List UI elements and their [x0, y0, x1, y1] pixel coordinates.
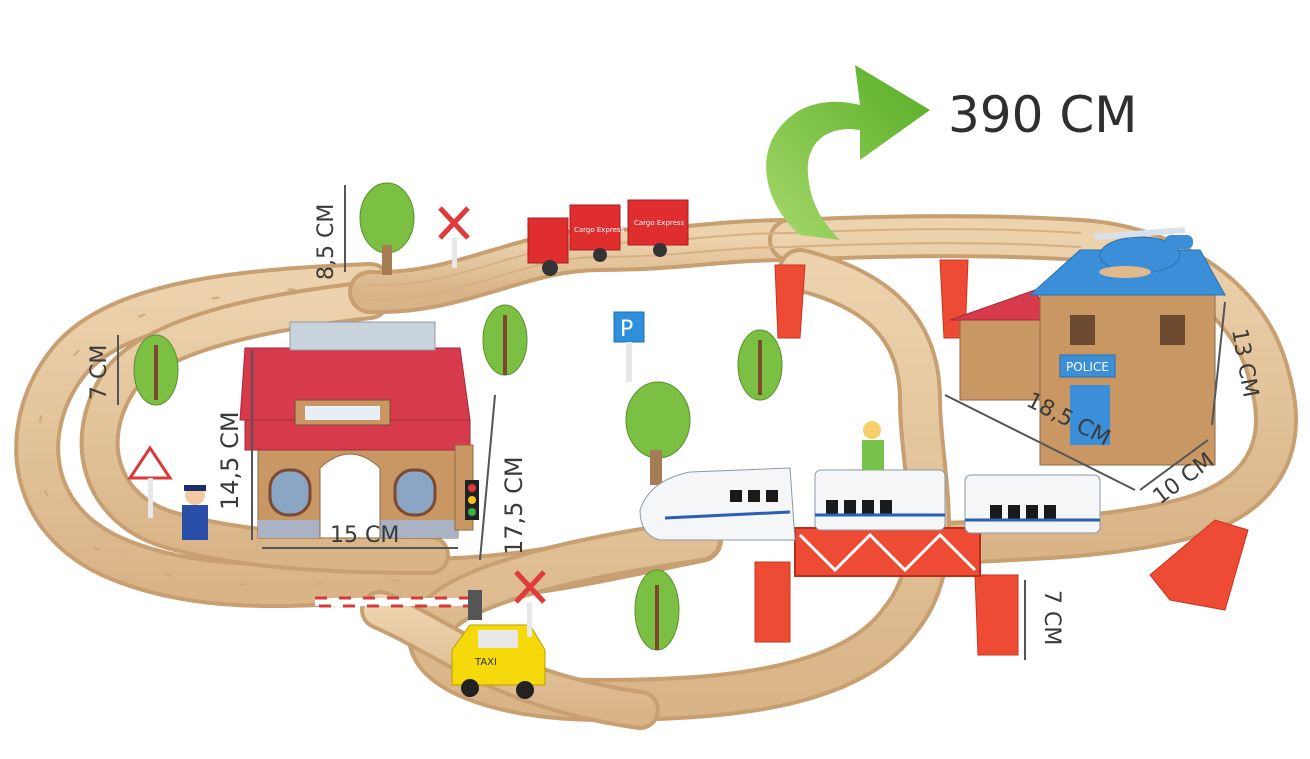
- dim-small-tree-height: 7 CM: [87, 345, 112, 400]
- green-curved-arrow: [766, 65, 930, 240]
- crossing-sign-top: [438, 206, 470, 268]
- passenger-train: [639, 467, 1101, 541]
- conductor-figure: [182, 485, 208, 540]
- cargo-1-text: Cargo Express: [574, 226, 625, 234]
- crossing-sign-bottom: [514, 570, 546, 637]
- tree-mid-right: [737, 329, 783, 401]
- taxi-text: TAXI: [474, 657, 497, 668]
- support-bottom-right: [974, 574, 1019, 656]
- cargo-train: Cargo Express Cargo Express: [527, 199, 689, 276]
- dim-station-width: 15 CM: [330, 523, 399, 548]
- cargo-2-text: Cargo Express: [634, 219, 685, 227]
- dim-tree-height: 8,5 CM: [314, 204, 339, 280]
- parking-sign: P: [613, 311, 645, 382]
- total-length-label: 390 CM: [948, 86, 1137, 144]
- warning-sign: [127, 445, 173, 518]
- length-arrow: 390 CM: [766, 65, 1137, 240]
- trees: [133, 182, 783, 651]
- tree-mid-left: [482, 304, 528, 376]
- support-bottom-left: [754, 561, 791, 643]
- tree-center: [625, 381, 691, 485]
- dim-station-side-height: 17,5 CM: [500, 456, 528, 555]
- barrier-gate: [313, 590, 482, 620]
- dim-station-height: 14,5 CM: [216, 411, 244, 510]
- police-sign-text: POLICE: [1066, 360, 1109, 374]
- tree-bottom: [634, 569, 680, 651]
- tree-left: [133, 334, 179, 406]
- dimension-lines: [117, 185, 1226, 660]
- dim-bridge-height: 7 CM: [1039, 590, 1064, 645]
- taxi-car: TAXI: [451, 624, 546, 699]
- tree-top: [359, 182, 415, 275]
- traffic-light: [465, 480, 479, 520]
- parking-sign-text: P: [620, 317, 633, 342]
- red-truss-bridge: [794, 527, 981, 577]
- train-station: [239, 321, 474, 539]
- child-figure: [862, 421, 884, 470]
- helicopter: [1094, 227, 1193, 278]
- support-top-left: [774, 264, 806, 339]
- support-right: [1149, 519, 1249, 611]
- police-station: POLICE: [949, 227, 1226, 466]
